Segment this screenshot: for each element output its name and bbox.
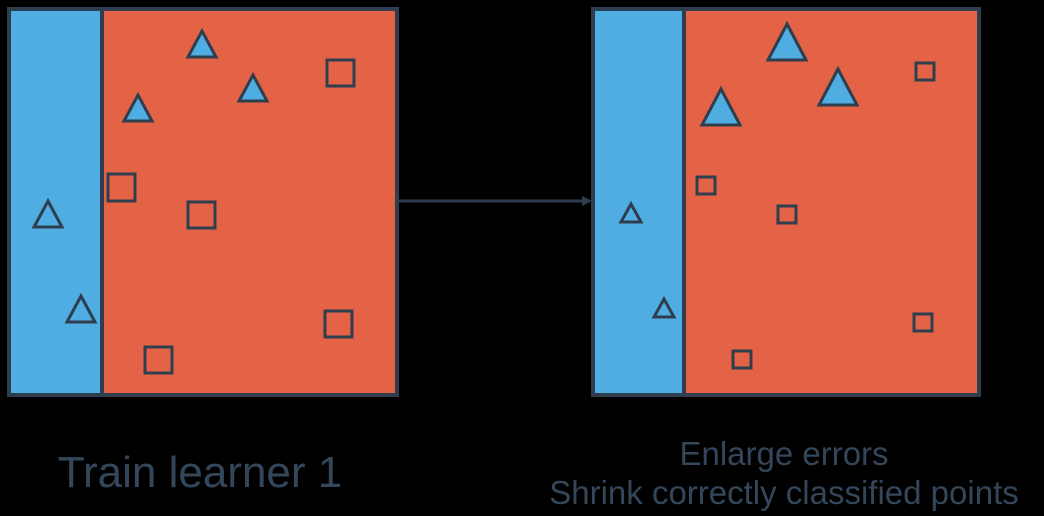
blue-region-right [593, 9, 684, 395]
caption-reweighting: Enlarge errors Shrink correctly classifi… [525, 434, 1043, 512]
panel-before [7, 7, 399, 397]
triangle-point-enlarged [765, 20, 809, 62]
red-region-left [102, 9, 397, 395]
triangle-point-shrunk [618, 200, 644, 224]
caption-shrink-correct: Shrink correctly classified points [549, 474, 1019, 511]
square-point-shrunk [776, 204, 798, 225]
square-point [323, 309, 354, 339]
triangle-point-enlarged [699, 85, 743, 127]
triangle-point-enlarged [816, 65, 860, 107]
triangle-point-shrunk [651, 295, 677, 319]
triangle-point [121, 91, 155, 123]
square-point [186, 200, 217, 230]
triangle-point [185, 27, 219, 59]
panel-border-left [7, 7, 399, 397]
blue-region-left [9, 9, 102, 395]
square-point [325, 58, 356, 88]
triangle-point [31, 197, 65, 229]
caption-enlarge-errors: Enlarge errors [679, 435, 889, 472]
triangle-point [64, 292, 98, 324]
square-point-shrunk [912, 312, 934, 333]
triangle-point [236, 71, 270, 103]
square-point [143, 345, 174, 375]
square-point-shrunk [695, 175, 717, 196]
panel-border-right [591, 7, 981, 397]
square-point-shrunk [914, 61, 936, 82]
square-point [106, 172, 137, 203]
square-point-shrunk [731, 349, 753, 370]
panel-after [591, 7, 981, 397]
caption-train-learner: Train learner 1 [57, 448, 343, 497]
